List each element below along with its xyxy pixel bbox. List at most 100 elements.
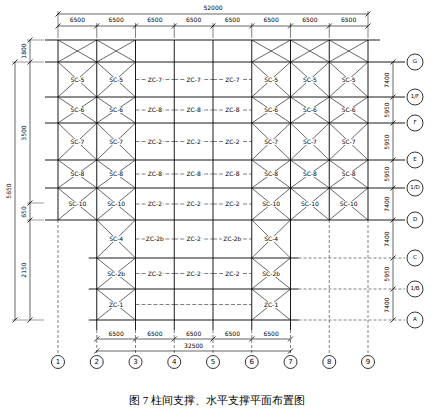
dimension-text: 1800 [21, 42, 27, 59]
bracing-diagonal [252, 97, 291, 123]
extension-line [12, 62, 27, 63]
grid-axis-extension [329, 220, 330, 354]
dimension-text: 6500 [301, 17, 318, 23]
member-mark: SC-8 [108, 171, 124, 177]
member-mark: SC-5 [108, 77, 124, 83]
bracing-diagonal [97, 289, 136, 320]
member-mark: SC-2b [106, 271, 126, 277]
dimension-text: 6500 [185, 331, 202, 337]
extension-line [96, 23, 97, 38]
axis-bubble [52, 356, 65, 369]
member-mark: ZC-2b [145, 236, 165, 242]
bracing-diagonal [97, 62, 136, 97]
dimension-line [30, 40, 31, 320]
dimension-text: 5650 [6, 182, 12, 199]
bracing-diagonal [329, 188, 368, 220]
member-mark: SC-8 [302, 171, 318, 177]
dimension-tick [391, 60, 396, 65]
axis-bubble [407, 152, 423, 168]
axis-letter: C [412, 255, 418, 261]
bracing-diagonal [252, 40, 291, 62]
member-mark: SC-8 [341, 171, 357, 177]
bracing-diagonal [329, 160, 368, 188]
dimension-tick [391, 287, 396, 292]
bracing-diagonal [329, 40, 368, 62]
member-mark: ZC-8 [224, 107, 240, 113]
dimension-text: 6500 [69, 17, 86, 23]
dimension-text: 7400 [384, 296, 390, 313]
bracing-diagonal [97, 258, 136, 289]
bracing-diagonal [329, 40, 368, 62]
member-mark: SC-4 [263, 236, 279, 242]
grid-axis-line [174, 40, 175, 330]
grid-row-line [45, 123, 405, 124]
axis-bubble [168, 356, 181, 369]
grid-axis-line [135, 40, 136, 330]
dimension-tick [391, 158, 396, 163]
axis-number: 6 [249, 359, 255, 366]
member-mark: ZC-2 [185, 271, 201, 277]
extension-line [27, 203, 44, 204]
bracing-diagonal [252, 40, 291, 62]
bracing-diagonal [329, 62, 368, 97]
dimension-text: 52000 [202, 5, 223, 11]
dimension-text: 6500 [146, 331, 163, 337]
bracing-diagonal [58, 40, 97, 62]
dimension-line [58, 14, 368, 15]
grid-axis-line [251, 40, 252, 330]
axis-letter: 1/B [409, 286, 420, 292]
grid-row-line [45, 62, 405, 63]
bracing-diagonal [58, 160, 97, 188]
axis-bubble [407, 54, 423, 70]
member-mark: SC-6 [302, 107, 318, 113]
dimension-text: 7400 [384, 195, 390, 212]
bracing-diagonal [329, 97, 368, 123]
member-mark: ZC-1 [108, 302, 124, 308]
member-mark: SC-10 [106, 201, 126, 207]
dimension-line [97, 351, 291, 352]
member-mark: SC-6 [263, 107, 279, 113]
dimension-tick [391, 186, 396, 191]
grid-axis-extension [135, 330, 136, 354]
bracing-diagonal [252, 188, 291, 220]
dimension-text: 6500 [224, 17, 241, 23]
member-mark: SC-8 [69, 171, 85, 177]
bracing-diagonal [58, 40, 97, 62]
bracing-diagonal [252, 97, 291, 123]
axis-bubble [245, 356, 258, 369]
bracing-diagonal [252, 289, 291, 320]
extension-line [135, 23, 136, 38]
bracing-diagonal [329, 62, 368, 97]
dimension-text: 6500 [262, 331, 279, 337]
bracing-diagonal [291, 188, 330, 220]
dimension-text: 5950 [384, 101, 390, 118]
tie-member-line [174, 304, 213, 305]
dimension-tick [391, 318, 396, 323]
grid-axis-extension [251, 330, 252, 354]
member-mark: SC-5 [302, 77, 318, 83]
grid-row-line [89, 258, 299, 259]
axis-bubble [407, 89, 423, 105]
member-mark: ZC-2b [222, 236, 242, 242]
axis-number: 3 [132, 359, 138, 366]
dimension-line [393, 62, 394, 320]
member-mark: SC-6 [341, 107, 357, 113]
axis-letter: 1/D [409, 185, 421, 191]
member-mark: ZC-8 [185, 171, 201, 177]
member-mark: ZC-8 [224, 171, 240, 177]
member-mark: SC-7 [263, 139, 279, 145]
tie-member-line [136, 304, 175, 305]
bracing-diagonal [97, 123, 136, 160]
bracing-diagonal [97, 160, 136, 188]
grid-axis-line [213, 40, 214, 330]
bracing-diagonal [252, 123, 291, 160]
axis-letter: G [412, 59, 418, 65]
member-mark: SC-5 [69, 77, 85, 83]
dimension-tick [288, 337, 293, 342]
member-mark: ZC-2 [147, 139, 163, 145]
dimension-tick [391, 218, 396, 223]
bracing-diagonal [252, 62, 291, 97]
bracing-diagonal [329, 160, 368, 188]
